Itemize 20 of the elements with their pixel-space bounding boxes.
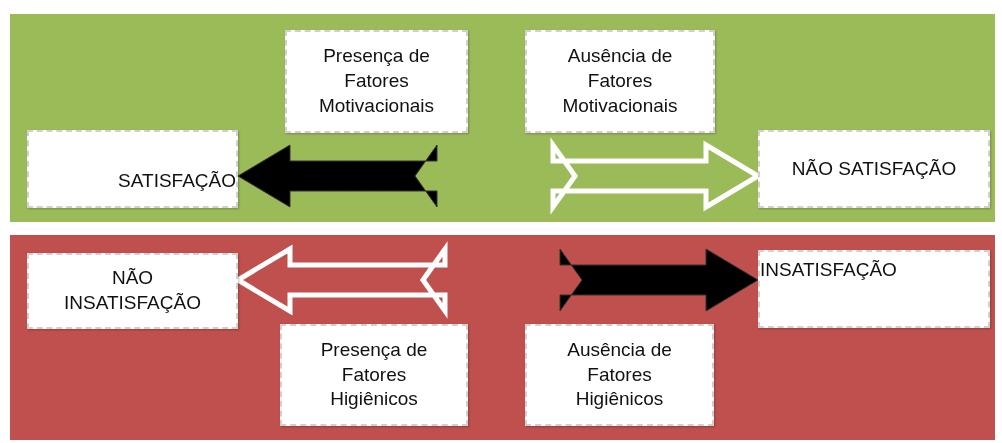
- box-label: Ausência de Fatores Higiênicos: [566, 337, 673, 412]
- box-label: SATISFAÇÃO: [118, 169, 236, 194]
- text-box: [525, 30, 715, 133]
- color-band: [10, 14, 995, 222]
- text-box: [27, 130, 238, 208]
- text-box: [758, 130, 990, 208]
- box-label: NÃO INSATISFAÇÃO: [63, 266, 202, 315]
- text-box: [525, 324, 714, 426]
- text-box: [280, 324, 468, 426]
- text-box: [758, 250, 990, 328]
- box-label: Presença de Fatores Motivacionais: [317, 44, 436, 118]
- block-arrow: [559, 248, 759, 312]
- box-label: Ausência de Fatores Motivacionais: [561, 44, 679, 118]
- color-band: [10, 235, 995, 440]
- box-label: Presença de Fatores Higiênicos: [319, 337, 429, 412]
- block-arrow: [237, 144, 438, 208]
- box-label: INSATISFAÇÃO: [760, 258, 897, 282]
- box-label: NÃO SATISFAÇÃO: [791, 156, 957, 181]
- text-box: [285, 30, 468, 133]
- text-box: [27, 253, 238, 329]
